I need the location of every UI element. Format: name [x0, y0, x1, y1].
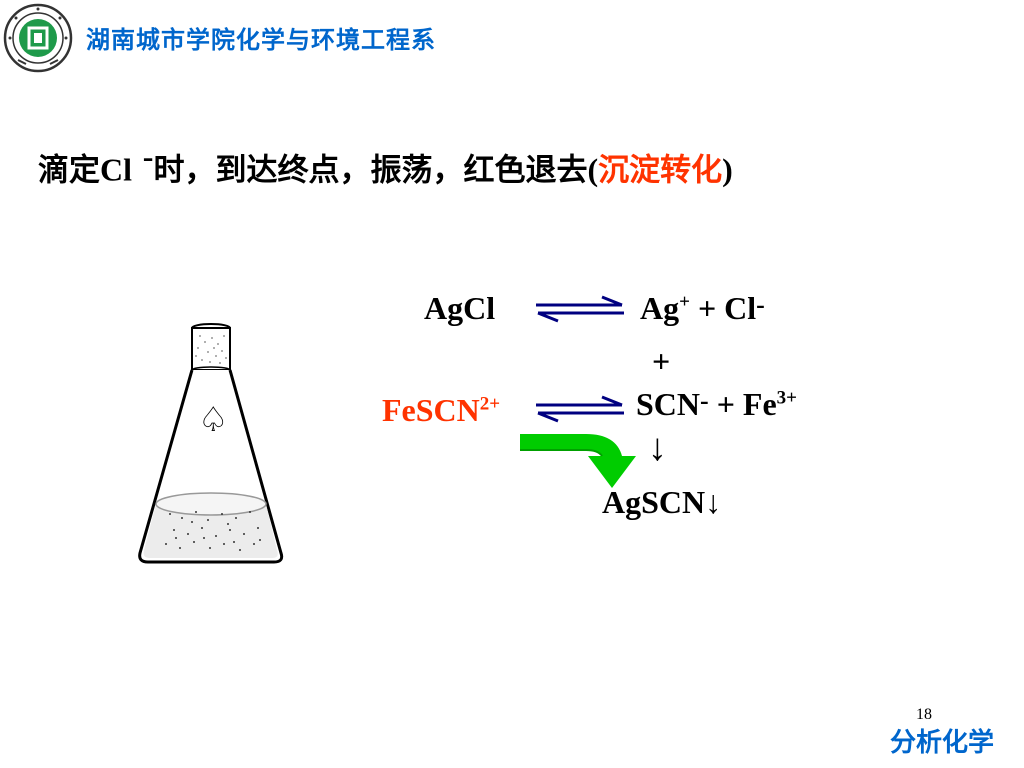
eq-plus-1: +	[697, 290, 717, 326]
green-curved-arrow-icon	[520, 434, 636, 488]
eq-scn-charge: -	[700, 386, 709, 415]
title-paren-open: (	[587, 151, 599, 188]
title-prefix: 滴定	[38, 152, 100, 189]
title-cl-charge: -	[142, 138, 154, 174]
school-header: 湖南城市学院化学与环境工程系	[86, 26, 436, 54]
eq-agscn-arrow: ↓	[705, 484, 722, 520]
eq-fe-charge: 3+	[776, 387, 797, 409]
school-logo-icon	[3, 3, 73, 73]
slide-title: 滴定Cl -时，到达终点，振荡，红色退去(沉淀转化)	[38, 138, 733, 189]
eq-plus-middle: +	[652, 343, 671, 379]
eq-fescn-charge: 2+	[479, 393, 501, 415]
eq-agscn: AgSCN↓	[602, 484, 721, 521]
erlenmeyer-flask-icon	[138, 323, 284, 564]
title-cl: Cl	[100, 151, 132, 188]
eq-scn: SCN	[636, 386, 701, 422]
flask-spade-symbol: ♤	[198, 400, 229, 440]
eq-ag-plus-cl: Ag+ + Cl-	[640, 290, 765, 327]
eq-ag-charge: +	[679, 291, 690, 313]
eq-cl-charge: -	[756, 290, 765, 319]
title-rest: 时，到达终点，振荡，红色退去	[153, 152, 588, 189]
title-paren-close: )	[722, 151, 733, 188]
eq-agscn-formula: AgSCN	[602, 484, 706, 520]
title-emphasis: 沉淀转化	[598, 152, 723, 189]
equilibrium-arrow-2-icon	[536, 395, 624, 423]
page-number: 18	[916, 706, 932, 723]
eq-fescn-formula: FeSCN	[382, 392, 480, 428]
eq-plus-2: +	[716, 386, 735, 422]
eq-down-arrow: ↓	[648, 427, 667, 469]
eq-fescn: FeSCN2+	[382, 392, 500, 429]
course-footer: 分析化学	[890, 728, 995, 758]
eq-fe: Fe	[742, 386, 777, 422]
eq-agcl: AgCl	[424, 290, 496, 326]
eq-cl: Cl	[724, 290, 757, 326]
equilibrium-arrow-1-icon	[536, 295, 624, 323]
eq-ag: Ag	[640, 290, 680, 326]
eq-scn-plus-fe: SCN- + Fe3+	[636, 386, 797, 423]
